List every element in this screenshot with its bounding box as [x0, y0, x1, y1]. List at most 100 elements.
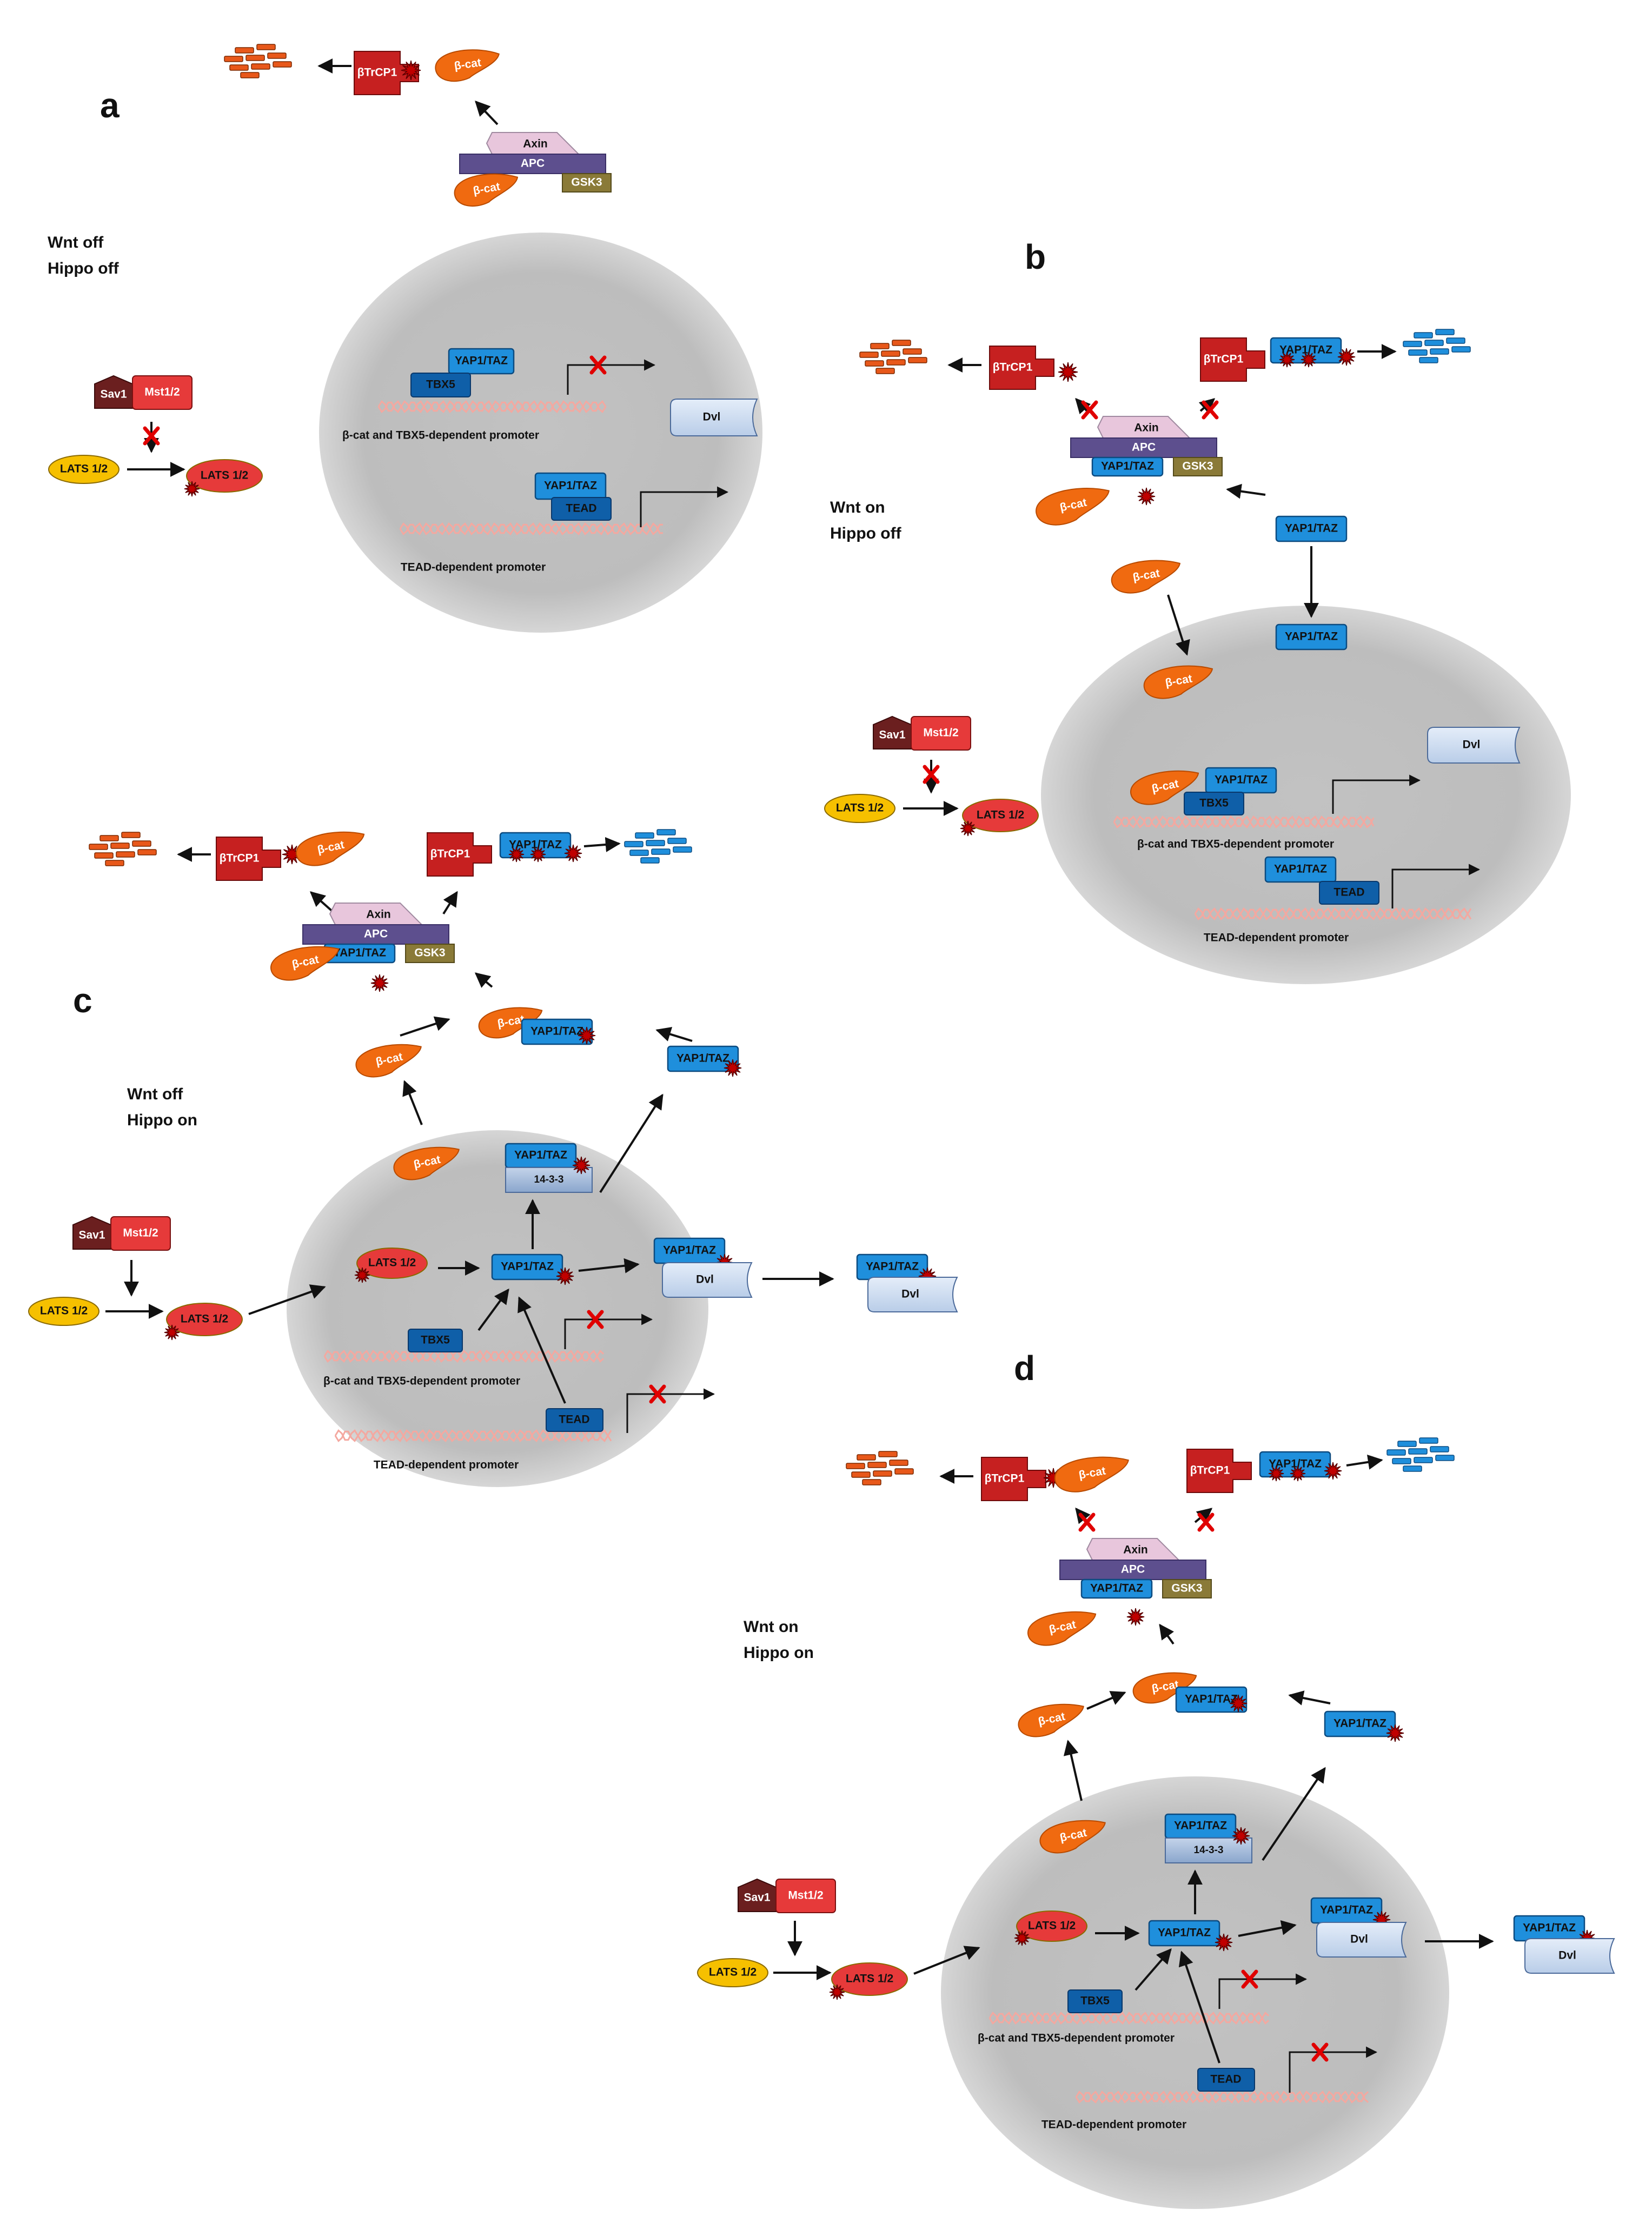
phosphate-icon — [1215, 1933, 1233, 1952]
beta-catenin: β-cat — [1018, 1703, 1084, 1737]
state-label-wnt: Wnt off — [127, 1085, 183, 1103]
fragment — [1414, 332, 1433, 339]
fragment — [624, 841, 643, 847]
yap-taz: YAP1/TAZ — [491, 1253, 563, 1281]
yap-box — [1275, 623, 1348, 651]
fragment — [1408, 349, 1428, 356]
yap-box — [1175, 1686, 1248, 1713]
arrow — [402, 1080, 423, 1125]
dna-helix — [988, 2011, 1270, 2025]
btrcp-label: βTrCP1 — [430, 848, 470, 860]
dna-strand — [323, 1349, 605, 1363]
dna-helix — [1075, 2090, 1369, 2104]
tbx5-label: TBX5 — [426, 379, 455, 391]
btrcp1: βTrCP1 — [1200, 337, 1265, 382]
yap-taz: YAP1/TAZ — [1091, 456, 1164, 477]
tead-label: TEAD — [1210, 2073, 1241, 2086]
yap-taz: YAP1/TAZ — [1164, 1813, 1237, 1839]
gsk3-label: GSK3 — [414, 947, 445, 959]
x-stroke — [1311, 2042, 1329, 2062]
bcat-shape — [1018, 1703, 1084, 1737]
yap-label: YAP1/TAZ — [866, 1261, 919, 1273]
dna-strand — [988, 2011, 1270, 2025]
beta-catenin: β-cat — [296, 831, 365, 866]
beta-catenin: β-cat — [1027, 1611, 1097, 1646]
fragment — [273, 61, 292, 68]
btrcp-shape — [981, 1457, 1046, 1501]
bcat-shape — [1039, 1820, 1106, 1854]
panel-letter: a — [100, 86, 120, 125]
beta-catenin: β-cat — [1054, 1456, 1129, 1492]
phosphate-icon — [1232, 1827, 1250, 1845]
lats-label: LATS 1/2 — [1028, 1920, 1076, 1932]
lats-shape — [48, 455, 120, 484]
fragment — [110, 842, 130, 849]
nucleus — [1041, 606, 1571, 984]
promoter-label-tead: TEAD-dependent promoter — [401, 561, 546, 574]
phosphate-icon — [1058, 362, 1078, 382]
fragment — [121, 832, 141, 838]
promoter-arrow — [626, 1388, 715, 1433]
btrcp1: βTrCP1 — [989, 346, 1054, 390]
fragment — [870, 343, 890, 349]
block-x-icon — [923, 765, 940, 784]
yap-label: YAP1/TAZ — [530, 1025, 583, 1038]
promoter-label-tead: TEAD-dependent promoter — [1041, 2119, 1186, 2131]
dna-strand — [334, 1429, 612, 1443]
fragment — [892, 340, 911, 346]
phosphate-icon — [508, 846, 525, 863]
arrow — [655, 1027, 693, 1042]
yap-label: YAP1/TAZ — [455, 355, 508, 367]
block-x-icon — [1078, 1512, 1096, 1532]
fragment — [1403, 1465, 1422, 1472]
btrcp-label: βTrCP1 — [220, 852, 260, 865]
promoter-label-tead: TEAD-dependent promoter — [1204, 932, 1349, 944]
btrcp-label: βTrCP1 — [993, 361, 1033, 374]
arrow — [1075, 397, 1091, 415]
dvl: Dvl — [867, 1277, 958, 1312]
fragment — [889, 1460, 908, 1466]
btrcp-shape — [1200, 337, 1265, 382]
btrcp-shape — [427, 832, 492, 877]
fragment — [1386, 1449, 1406, 1456]
lats: LATS 1/2 — [697, 1958, 768, 1987]
btrcp-label: βTrCP1 — [1190, 1464, 1230, 1477]
bcat-shape — [393, 1146, 460, 1180]
block-x-icon — [1311, 2042, 1329, 2062]
tead-box — [1319, 881, 1379, 905]
dvl-label: Dvl — [696, 1273, 714, 1286]
lats: LATS 1/2 — [829, 1962, 908, 2000]
yap-label: YAP1/TAZ — [1274, 863, 1327, 875]
block-x-icon — [649, 1384, 666, 1404]
gsk3-label: GSK3 — [571, 176, 602, 189]
sav1-label: Sav1 — [879, 729, 905, 741]
yap-label: YAP1/TAZ — [1269, 1458, 1322, 1470]
lats: LATS 1/2 — [960, 799, 1039, 837]
phosphate-icon — [1229, 1694, 1248, 1713]
yap-taz: YAP1/TAZ — [505, 1143, 577, 1169]
bcat-shape — [454, 173, 519, 207]
fragment — [846, 1463, 865, 1469]
lats-label: LATS 1/2 — [836, 802, 884, 814]
phosphate-icon — [370, 974, 389, 992]
mst-label: Mst1/2 — [123, 1227, 158, 1239]
beta-catenin: β-cat — [435, 49, 500, 82]
beta-catenin: β-cat — [1130, 770, 1199, 805]
phosphate-icon — [1337, 348, 1356, 366]
block-x-icon — [1202, 400, 1219, 420]
fragment — [1446, 337, 1465, 344]
phosphate-icon — [1324, 1462, 1342, 1480]
dvl-label: Dvl — [1463, 739, 1481, 751]
apc-shape — [459, 154, 606, 174]
arrow — [1178, 1951, 1220, 2064]
tbx5-box — [410, 373, 471, 397]
bcat-shape — [1143, 665, 1213, 699]
fragment — [673, 846, 692, 853]
dvl: Dvl — [662, 1262, 753, 1298]
block-x-icon — [1241, 1969, 1258, 1989]
bcat-shape — [1132, 1672, 1197, 1704]
dvl: Dvl — [1524, 1938, 1615, 1974]
btrcp1: βTrCP1 — [354, 51, 419, 95]
